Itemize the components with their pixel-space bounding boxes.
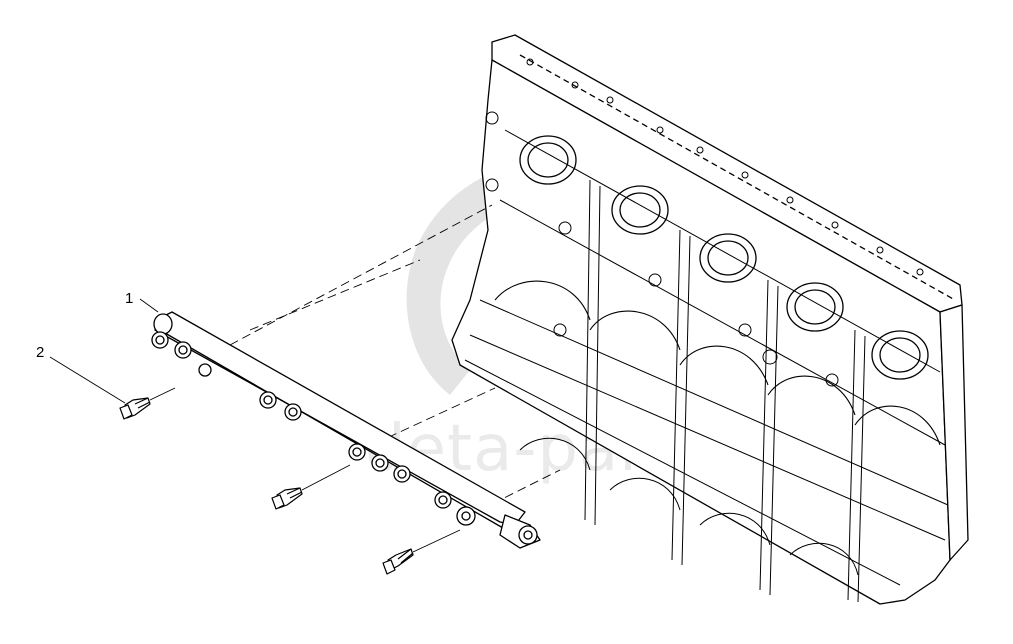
block-webs <box>584 179 866 603</box>
cylinder-bores <box>519 135 929 380</box>
bore-4 <box>786 282 844 332</box>
crank-arches <box>494 280 941 446</box>
callout-2-leader <box>49 356 126 404</box>
block-ribs <box>464 129 949 586</box>
rail-ports <box>151 331 476 526</box>
block-end-face <box>939 304 969 561</box>
bore-2 <box>611 185 669 235</box>
callout-2-label: 2 <box>36 344 44 361</box>
bolt-2 <box>271 487 303 510</box>
engine-block <box>451 34 969 605</box>
bolt-assembly-lines <box>149 387 461 553</box>
bore-5-inner <box>879 337 921 373</box>
bore-3-inner <box>707 240 749 276</box>
fuel-rail <box>151 311 541 549</box>
skirt-details <box>519 437 859 576</box>
watermark-logo <box>406 158 585 395</box>
bore-1 <box>519 135 577 185</box>
callout-1-leader <box>139 298 159 313</box>
bore-1-inner <box>527 142 569 178</box>
bore-4-inner <box>794 289 836 325</box>
callout-1-label: 1 <box>125 290 133 307</box>
rail-end-cap-left <box>153 313 173 335</box>
side-bosses <box>485 111 839 387</box>
assembly-line-2 <box>349 387 496 456</box>
assembly-line-4 <box>249 259 421 331</box>
block-top-dashed <box>519 54 956 301</box>
callouts <box>49 298 159 404</box>
bolts <box>119 397 414 575</box>
bolt-3 <box>382 548 414 575</box>
top-holes <box>526 58 924 276</box>
rail-pressure-sensor <box>499 514 541 549</box>
bore-2-inner <box>619 192 661 228</box>
bolt-1 <box>119 397 151 420</box>
bore-5 <box>871 330 929 380</box>
assembly-line-1 <box>229 204 493 346</box>
bore-3 <box>699 233 757 283</box>
